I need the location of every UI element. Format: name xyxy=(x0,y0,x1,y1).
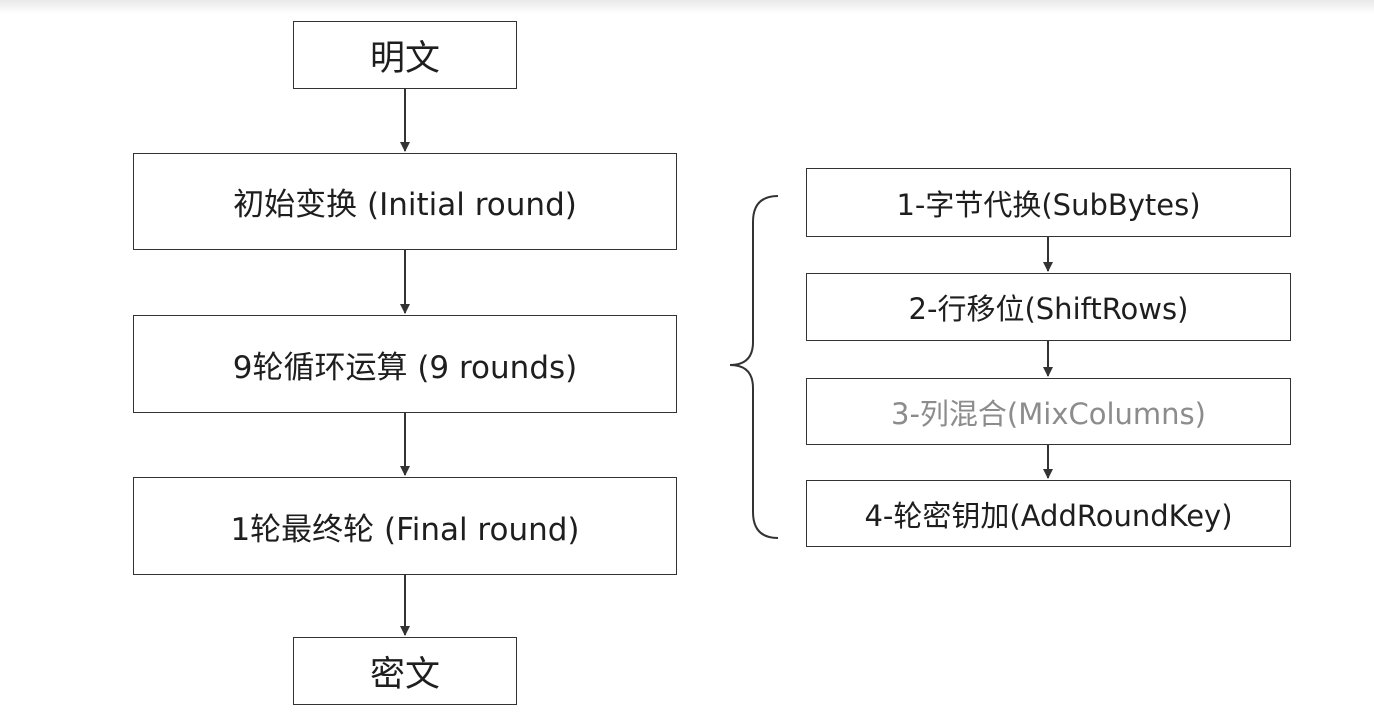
plaintext-label: 明文 xyxy=(369,38,440,79)
initial-round-box: 初始变换 (Initial round) xyxy=(133,153,677,250)
step-subbytes-box: 1-字节代换(SubBytes) xyxy=(806,168,1291,237)
plaintext-box: 明文 xyxy=(293,21,517,89)
nine-rounds-box: 9轮循环运算 (9 rounds) xyxy=(133,315,677,413)
ciphertext-box: 密文 xyxy=(293,637,517,705)
initial-round-label: 初始变换 (Initial round) xyxy=(233,187,577,223)
step-addroundkey-label: 4-轮密钥加(AddRoundKey) xyxy=(864,498,1233,533)
ciphertext-label: 密文 xyxy=(369,654,440,695)
step-mixcolumns-box: 3-列混合(MixColumns) xyxy=(806,378,1291,445)
step-addroundkey-box: 4-轮密钥加(AddRoundKey) xyxy=(806,480,1291,547)
step-shiftrows-box: 2-行移位(ShiftRows) xyxy=(806,273,1291,341)
step-subbytes-label: 1-字节代换(SubBytes) xyxy=(896,187,1201,222)
round-steps-brace xyxy=(729,195,779,539)
final-round-label: 1轮最终轮 (Final round) xyxy=(230,511,580,548)
top-edge-shadow xyxy=(0,0,1374,14)
step-mixcolumns-label: 3-列混合(MixColumns) xyxy=(891,396,1206,431)
final-round-box: 1轮最终轮 (Final round) xyxy=(133,477,677,575)
step-shiftrows-label: 2-行移位(ShiftRows) xyxy=(908,292,1189,326)
nine-rounds-label: 9轮循环运算 (9 rounds) xyxy=(232,349,578,386)
